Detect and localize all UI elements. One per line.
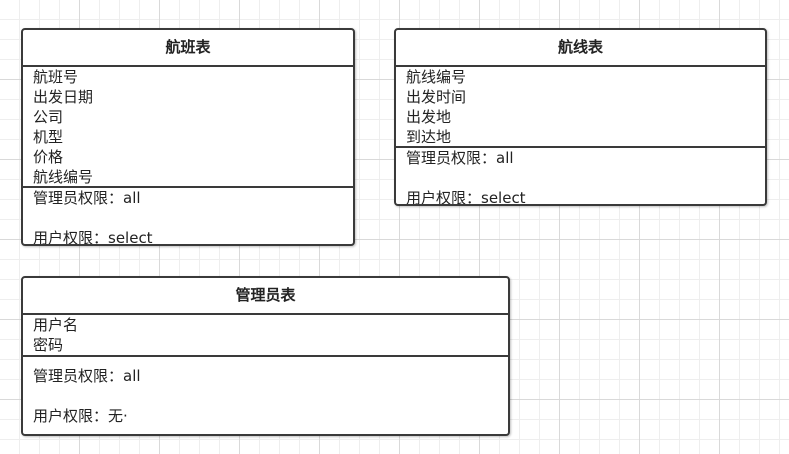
attribute-item: 到达地	[406, 128, 452, 146]
attribute-item: 出发地	[406, 108, 452, 126]
permission-spacer	[33, 386, 498, 406]
user-permission: 用户权限：select	[33, 229, 153, 246]
admin-table-title: 管理员表	[23, 278, 508, 315]
attribute-item: 出发时间	[406, 88, 467, 106]
admin-permission: 管理员权限：all	[33, 189, 141, 207]
attribute-item: 航班号	[33, 68, 79, 86]
admin-table-attributes: 用户名 密码	[23, 315, 508, 357]
admin-permission: 管理员权限：all	[406, 149, 514, 167]
attribute-item: 机型	[33, 128, 64, 146]
flight-table-permissions: 管理员权限：all 用户权限：select	[23, 188, 353, 246]
route-table-box[interactable]: 航线表 航线编号 出发时间 出发地 到达地 管理员权限：all 用户权限：sel…	[394, 28, 767, 206]
attribute-item: 价格	[33, 148, 64, 166]
user-permission: 用户权限：select	[406, 189, 526, 206]
flight-table-title: 航班表	[23, 30, 353, 67]
permission-spacer	[33, 208, 343, 228]
route-table-attributes: 航线编号 出发时间 出发地 到达地	[396, 67, 765, 148]
attribute-item: 密码	[33, 336, 64, 354]
route-table-title: 航线表	[396, 30, 765, 67]
attribute-item: 用户名	[33, 316, 79, 334]
user-permission: 用户权限：无·	[33, 407, 128, 425]
attribute-item: 航线编号	[406, 68, 467, 86]
admin-table-box[interactable]: 管理员表 用户名 密码 管理员权限：all 用户权限：无·	[21, 276, 510, 436]
attribute-item: 出发日期	[33, 88, 94, 106]
flight-table-box[interactable]: 航班表 航班号 出发日期 公司 机型 价格 航线编号 管理员权限：all 用户权…	[21, 28, 355, 246]
attribute-item: 公司	[33, 108, 64, 126]
flight-table-attributes: 航班号 出发日期 公司 机型 价格 航线编号	[23, 67, 353, 188]
admin-table-permissions: 管理员权限：all 用户权限：无·	[23, 357, 508, 426]
attribute-item: 航线编号	[33, 168, 94, 186]
route-table-permissions: 管理员权限：all 用户权限：select	[396, 148, 765, 206]
permission-spacer	[406, 168, 755, 188]
admin-permission: 管理员权限：all	[33, 367, 141, 385]
